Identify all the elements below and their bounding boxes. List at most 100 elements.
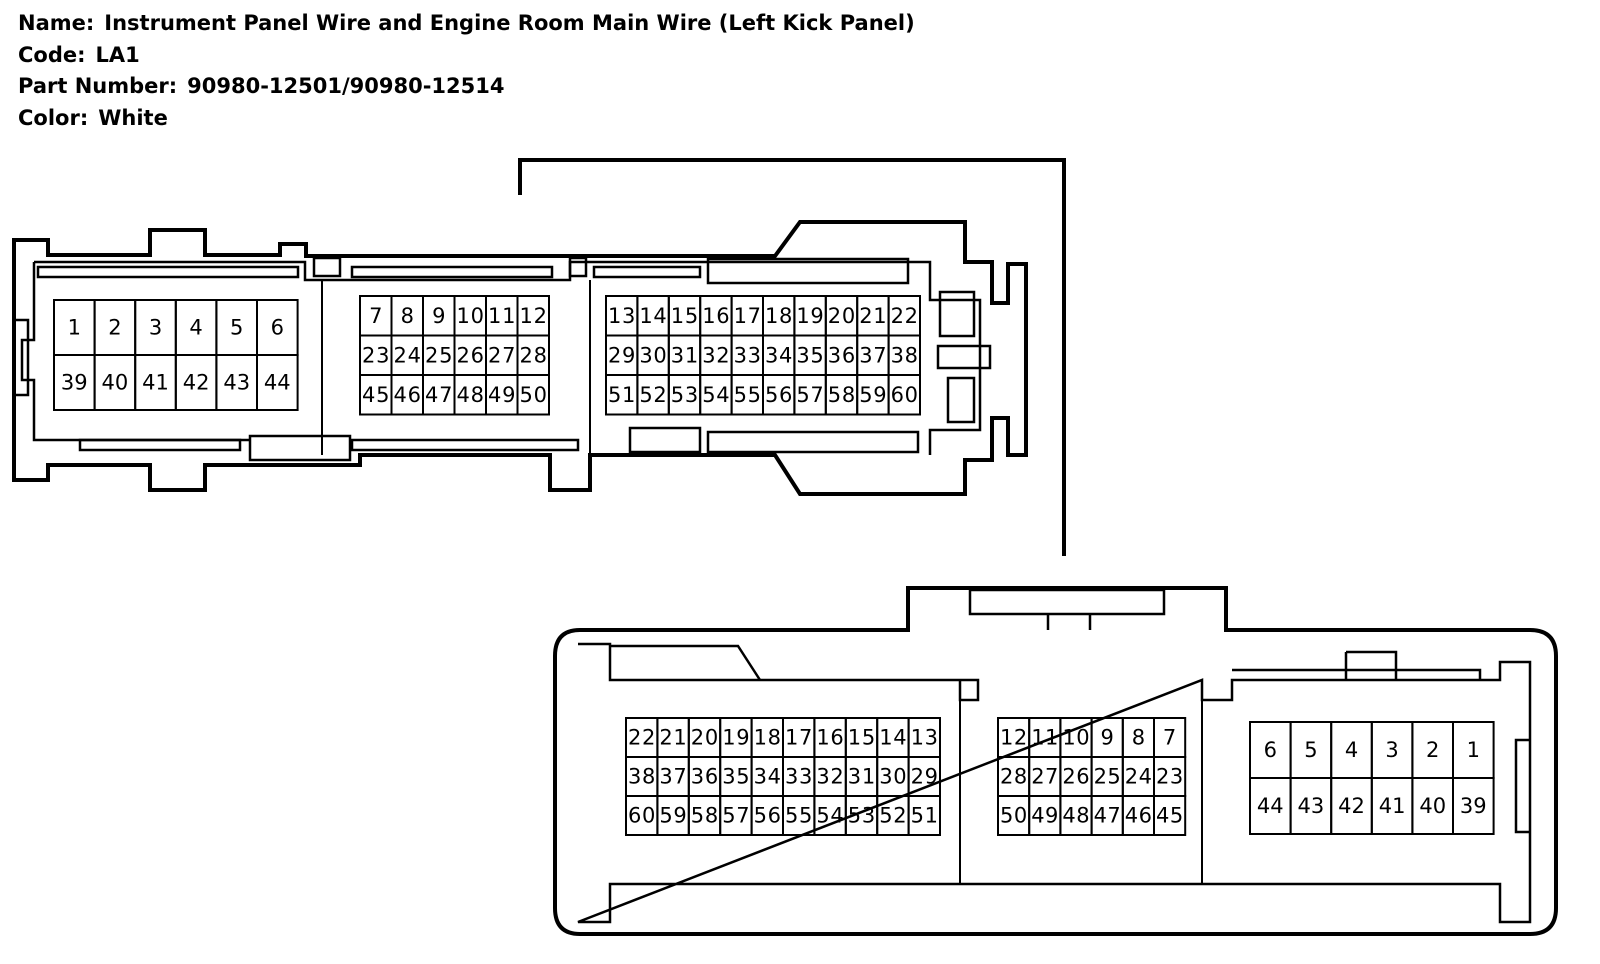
pin-number: 32: [702, 343, 729, 367]
pin-number: 4: [1345, 738, 1358, 762]
pin-number: 12: [1000, 726, 1027, 750]
code-value: LA1: [95, 42, 140, 67]
pin-number: 48: [457, 383, 485, 407]
pin-number: 36: [828, 343, 855, 367]
pin-number: 49: [488, 383, 516, 407]
pin-number: 59: [859, 383, 886, 407]
connector-info: Name: Instrument Panel Wire and Engine Ro…: [18, 8, 915, 134]
top-key-2: [568, 256, 588, 278]
pin-number: 48: [1062, 804, 1089, 828]
part-number-label: Part Number:: [18, 74, 178, 98]
top-latch-slot-1: [36, 265, 300, 279]
pin-number: 28: [520, 343, 548, 367]
pin-number: 56: [754, 804, 781, 828]
color-label: Color:: [18, 105, 89, 130]
pin-number: 6: [271, 316, 284, 340]
top-latch-slot-8: [706, 430, 920, 454]
pin-number: 60: [891, 383, 918, 407]
pin-number: 51: [911, 804, 938, 828]
pin-number: 59: [659, 804, 686, 828]
connector-bottom: [553, 586, 1558, 936]
pin-number: 42: [183, 371, 210, 395]
pin-number: 14: [639, 304, 666, 328]
pin-cavity: [516, 374, 550, 416]
pin-number: 18: [765, 304, 792, 328]
connector-top-inner-outline: [20, 260, 982, 455]
pin-number: 17: [734, 304, 761, 328]
pin-number: 16: [702, 304, 729, 328]
pin-number: 5: [1304, 738, 1317, 762]
pin-number: 9: [432, 304, 445, 328]
pin-number: 33: [785, 765, 812, 789]
pin-number: 32: [816, 765, 843, 789]
pin-number: 45: [1156, 804, 1183, 828]
pin-number: 7: [369, 304, 382, 328]
pin-number: 41: [142, 371, 169, 395]
pin-number: 14: [879, 726, 906, 750]
pin-number: 47: [425, 383, 453, 407]
pin-number: 18: [754, 726, 781, 750]
pin-number: 60: [628, 804, 655, 828]
pin-cavity: [887, 374, 921, 416]
connector-bottom-top-lock: [968, 588, 1166, 630]
pin-number: 58: [828, 383, 855, 407]
pin-number: 29: [911, 765, 938, 789]
pin-number: 52: [879, 804, 906, 828]
top-latch-slot-4: [706, 257, 910, 285]
pin-number: 23: [362, 343, 390, 367]
pin-number: 26: [457, 343, 485, 367]
bottom-right-notch: [1514, 738, 1530, 834]
color-row: Color:White: [18, 103, 915, 135]
pin-number: 38: [628, 765, 655, 789]
connector-bottom-right-slope: [1232, 668, 1482, 680]
pin-number: 2: [1426, 738, 1439, 762]
pin-number: 30: [639, 343, 666, 367]
connector-bottom-slope: [610, 644, 762, 681]
top-latch-slot-6: [350, 438, 580, 452]
pin-number: 41: [1379, 794, 1406, 818]
top-latch-slot-3: [592, 265, 702, 279]
name-value: Instrument Panel Wire and Engine Room Ma…: [104, 11, 915, 35]
pin-number: 55: [785, 804, 812, 828]
code-row: Code:LA1: [18, 40, 915, 72]
pin-number: 57: [722, 804, 749, 828]
pin-number: 9: [1101, 726, 1114, 750]
pin-number: 11: [1031, 726, 1058, 750]
pin-number: 13: [608, 304, 635, 328]
name-label: Name:: [18, 11, 95, 35]
pin-number: 21: [659, 726, 686, 750]
top-lock-slot: [248, 434, 352, 462]
pin-number: 42: [1338, 794, 1365, 818]
pin-number: 7: [1163, 726, 1176, 750]
pin-number: 5: [230, 316, 243, 340]
top-side-tab-2: [936, 344, 992, 370]
pin-number: 54: [702, 383, 729, 407]
pin-cavity: [907, 795, 941, 836]
top-side-tab-1: [938, 290, 976, 338]
pin-number: 21: [859, 304, 886, 328]
pin-number: 29: [608, 343, 635, 367]
connector-bottom-housing: [553, 586, 1558, 936]
pin-number: 45: [362, 383, 390, 407]
top-latch-slot-7: [628, 426, 702, 454]
pin-number: 53: [671, 383, 698, 407]
pin-number: 35: [796, 343, 823, 367]
pin-number: 30: [879, 765, 906, 789]
pin-number: 46: [1125, 804, 1152, 828]
pin-number: 3: [1385, 738, 1398, 762]
pin-number: 50: [520, 383, 548, 407]
pin-number: 36: [691, 765, 718, 789]
pin-number: 23: [1156, 765, 1183, 789]
pin-number: 44: [264, 371, 291, 395]
top-side-tab-3: [946, 376, 976, 424]
pin-number: 27: [1031, 765, 1058, 789]
pin-number: 25: [425, 343, 453, 367]
connector-top-left-notch: [14, 318, 30, 397]
pin-number: 13: [911, 726, 938, 750]
top-key-1: [312, 256, 342, 278]
